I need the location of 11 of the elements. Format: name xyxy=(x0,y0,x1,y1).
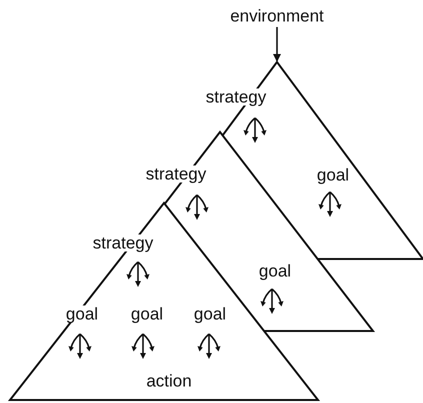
triangle-label: goal xyxy=(258,262,292,280)
triangle-label: strategy xyxy=(204,88,268,106)
triangle-label: strategy xyxy=(144,166,208,182)
environment-label: environment xyxy=(230,8,324,24)
triangle-label: goal xyxy=(64,306,100,322)
triangle-label: goal xyxy=(316,166,350,184)
triangle-label: strategy xyxy=(92,234,154,252)
triangle-label: goal xyxy=(192,306,228,322)
triangle-label: goal xyxy=(130,306,164,322)
triangle-label: action xyxy=(145,372,193,390)
arrow xyxy=(273,27,281,62)
